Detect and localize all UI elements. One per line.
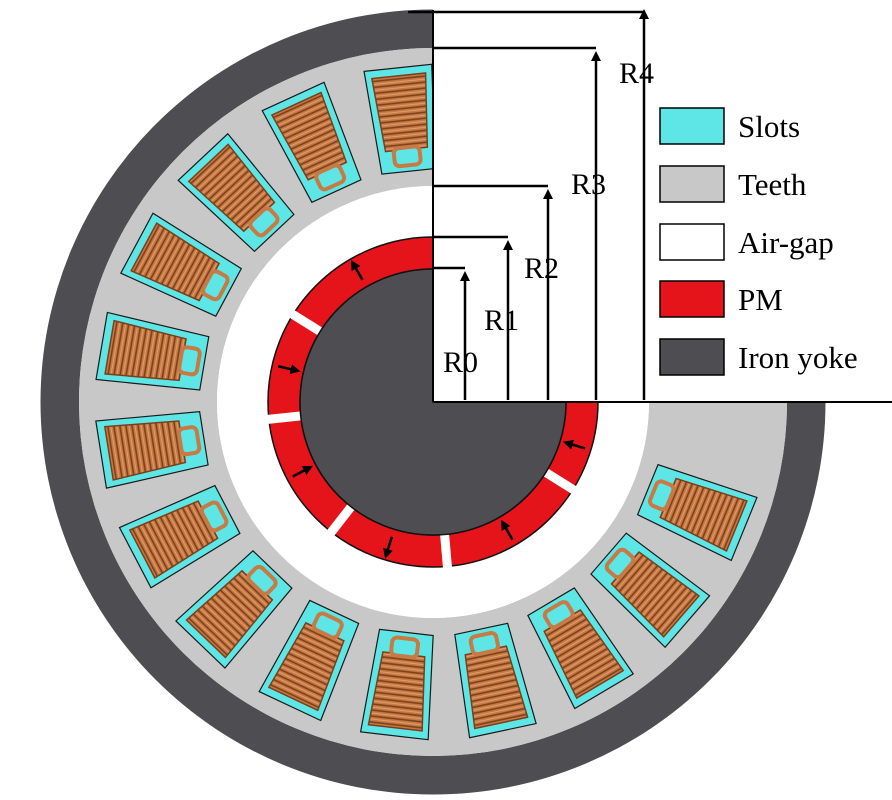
stator-slot — [119, 212, 243, 317]
legend-label-teeth: Teeth — [738, 167, 807, 202]
coil-end-loop — [389, 635, 421, 660]
coil-end-loop — [314, 163, 347, 192]
label-r1: R1 — [484, 304, 519, 337]
magnetization-arrow — [501, 519, 514, 541]
coil-end-loop — [604, 547, 636, 580]
coil-end-loop — [246, 564, 278, 596]
stator-slot — [527, 587, 635, 710]
pm-segment-gaps — [267, 310, 577, 568]
magnetization-arrow — [383, 536, 393, 559]
legend-label-pm: PM — [738, 282, 783, 317]
stator-slot — [118, 484, 241, 589]
magnetization-arrow — [350, 259, 364, 281]
winding-coil — [270, 91, 348, 181]
coil-end-loop — [176, 425, 202, 457]
legend: Slots Teeth Air-gap PM Iron yoke — [659, 107, 858, 376]
magnetization-arrow — [563, 439, 586, 450]
winding-coil — [130, 222, 221, 302]
stator-slot — [363, 63, 437, 175]
label-r0: R0 — [443, 346, 478, 379]
stator-slot — [359, 628, 434, 741]
legend-swatch-air-gap — [659, 223, 725, 261]
legend-label-iron-yoke: Iron yoke — [738, 340, 858, 375]
stator-slot — [95, 410, 209, 489]
pm-gap — [327, 503, 356, 536]
label-r4: R4 — [619, 57, 654, 90]
stator-slot — [95, 311, 210, 391]
legend-swatch-slots — [659, 107, 725, 145]
stator-slot — [454, 622, 537, 739]
coil-end-loop — [248, 206, 280, 238]
stator-slot — [258, 599, 360, 722]
coil-end-loop — [199, 500, 229, 533]
pm-gap — [542, 468, 577, 494]
winding-coil — [367, 651, 426, 732]
stator-slot — [636, 463, 758, 562]
coil-end-loop — [468, 631, 501, 657]
label-r2: R2 — [524, 252, 559, 285]
magnetization-arrow — [292, 465, 313, 478]
legend-swatch-teeth — [659, 165, 725, 203]
pm-gap — [440, 533, 452, 568]
winding-coil — [370, 72, 429, 153]
coil-end-loop — [647, 479, 676, 512]
cutaway-quadrant — [433, 10, 892, 402]
legend-swatch-pm — [659, 280, 725, 318]
coil-end-loop — [177, 345, 202, 377]
winding-coil — [464, 645, 529, 730]
winding-coil — [187, 143, 276, 233]
pm-gap — [289, 310, 324, 336]
coil-end-loop — [201, 269, 230, 302]
winding-coil — [104, 319, 187, 382]
stator-slot — [590, 532, 711, 649]
coil-end-loop — [311, 611, 344, 640]
legend-swatch-iron-yoke — [659, 338, 725, 376]
label-r3: R3 — [571, 168, 606, 201]
stator-slot — [175, 549, 293, 669]
coil-end-loop — [391, 144, 423, 169]
coil-end-loop — [542, 600, 575, 630]
legend-label-air-gap: Air-gap — [738, 225, 834, 260]
winding-coil — [128, 500, 219, 579]
magnetization-arrows — [277, 259, 586, 559]
stator-slot — [261, 81, 362, 204]
radius-dimensions — [408, 9, 649, 400]
winding-coil — [103, 420, 187, 481]
stator-slots — [95, 63, 758, 741]
winding-coil — [659, 477, 748, 552]
legend-label-slots: Slots — [738, 109, 800, 144]
magnetization-arrow — [277, 364, 301, 375]
winding-coil — [267, 621, 345, 712]
winding-coil — [610, 551, 701, 638]
winding-coil — [185, 569, 274, 659]
stator-slot — [177, 132, 295, 253]
winding-coil — [543, 608, 625, 700]
pm-gap — [267, 411, 303, 424]
